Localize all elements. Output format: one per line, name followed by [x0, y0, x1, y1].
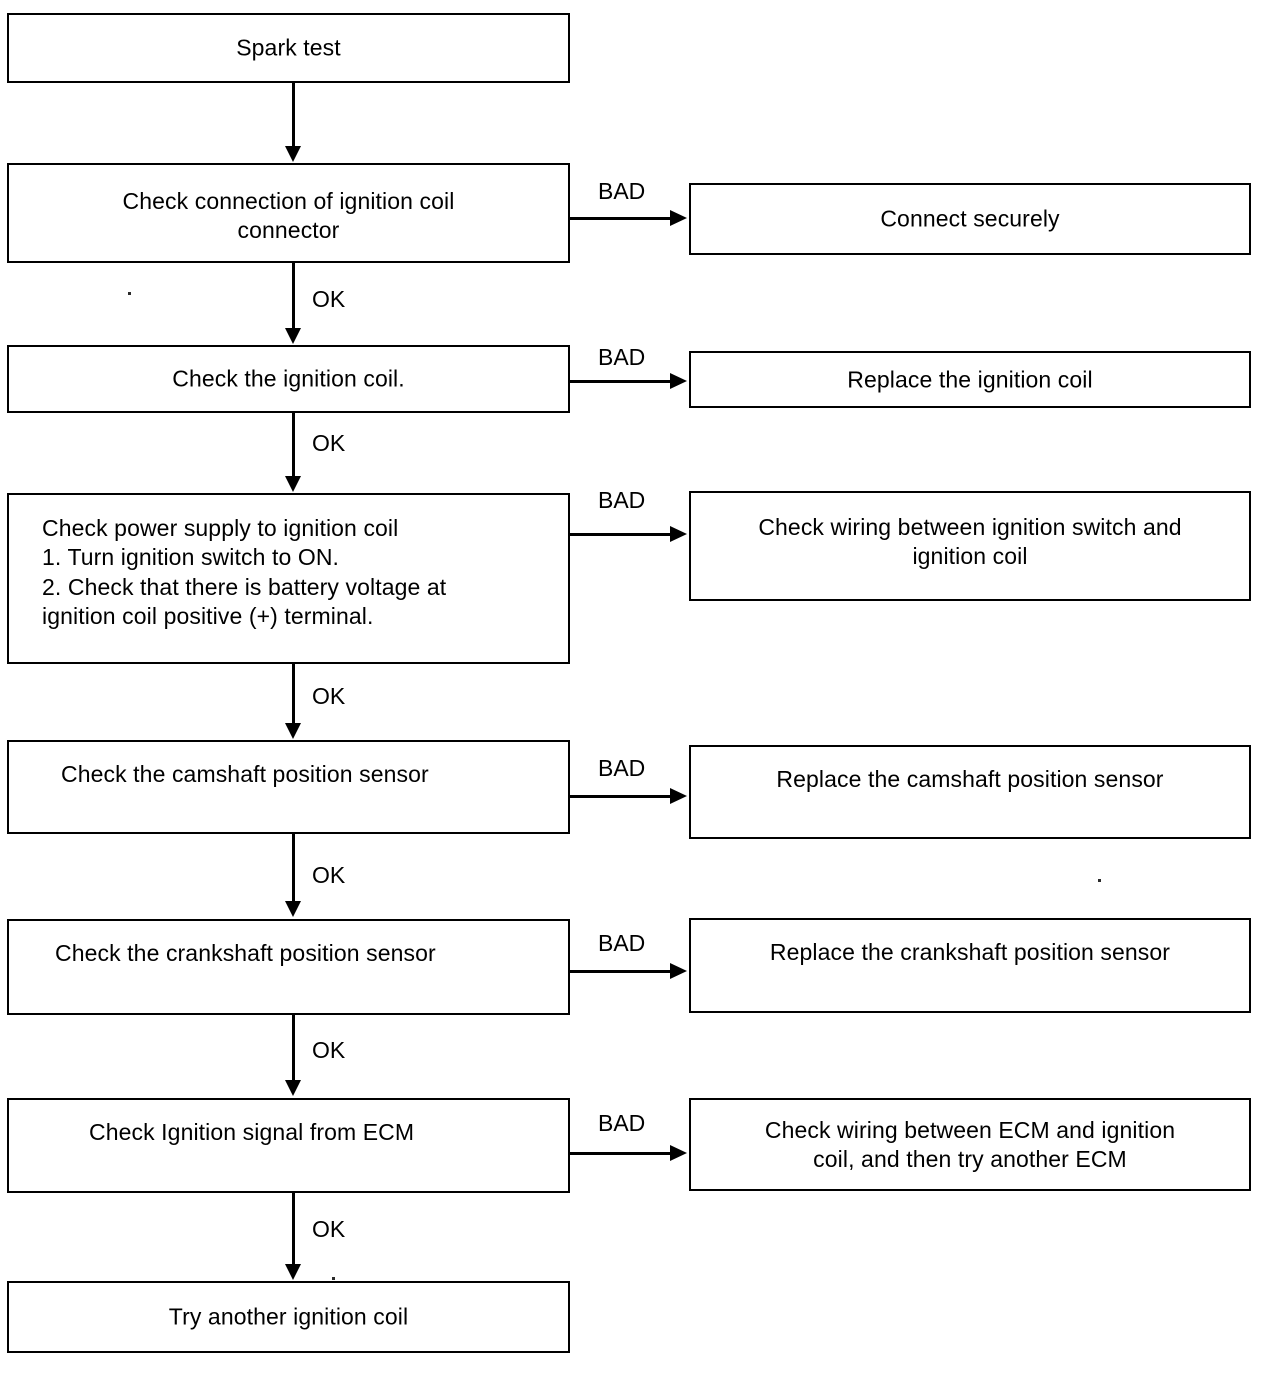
- node-check-wiring-ignition-switch-label: Check wiring between ignition switch and…: [758, 514, 1182, 570]
- connector-step1-to-step2: [292, 263, 295, 329]
- node-spark-test-label: Spark test: [236, 34, 341, 61]
- node-check-power-supply-label: Check power supply to ignition coil 1. T…: [42, 515, 447, 630]
- connector-step5-to-step6: [292, 1015, 295, 1081]
- node-check-wiring-ignition-switch[interactable]: Check wiring between ignition switch and…: [689, 491, 1251, 601]
- arrowhead-step2-bad: [670, 373, 687, 389]
- node-check-crankshaft-sensor[interactable]: Check the crankshaft position sensor: [7, 919, 570, 1015]
- node-replace-camshaft-sensor-label: Replace the camshaft position sensor: [776, 766, 1164, 792]
- node-connect-securely-label: Connect securely: [880, 205, 1060, 232]
- edge-label-ok-step6: OK: [312, 1216, 346, 1242]
- arrowhead-start-to-step1: [285, 146, 301, 162]
- node-spark-test[interactable]: Spark test: [7, 13, 570, 83]
- node-check-connector[interactable]: Check connection of ignition coil connec…: [7, 163, 570, 263]
- edge-label-bad-step4: BAD: [598, 755, 646, 781]
- connector-step4-bad: [570, 795, 672, 798]
- node-connect-securely[interactable]: Connect securely: [689, 183, 1251, 255]
- node-check-camshaft-sensor-label: Check the camshaft position sensor: [61, 761, 429, 787]
- connector-step6-bad: [570, 1152, 672, 1155]
- node-check-ignition-coil-label: Check the ignition coil.: [172, 365, 405, 392]
- edge-label-bad-step2: BAD: [598, 344, 646, 370]
- node-replace-ignition-coil-label: Replace the ignition coil: [847, 365, 1093, 392]
- node-check-ignition-coil[interactable]: Check the ignition coil.: [7, 345, 570, 413]
- connector-step3-bad: [570, 533, 672, 536]
- edge-label-ok-step5: OK: [312, 1037, 346, 1063]
- connector-step2-to-step3: [292, 413, 295, 477]
- arrowhead-step1-to-step2: [285, 328, 301, 344]
- node-replace-ignition-coil[interactable]: Replace the ignition coil: [689, 351, 1251, 408]
- scan-speck: [332, 1277, 335, 1280]
- node-replace-camshaft-sensor[interactable]: Replace the camshaft position sensor: [689, 745, 1251, 839]
- scan-speck: [128, 292, 131, 295]
- node-check-wiring-ecm[interactable]: Check wiring between ECM and ignition co…: [689, 1098, 1251, 1191]
- edge-label-ok-step1: OK: [312, 286, 346, 312]
- edge-label-bad-step3: BAD: [598, 487, 646, 513]
- arrowhead-step1-bad: [670, 210, 687, 226]
- edge-label-ok-step2: OK: [312, 430, 346, 456]
- arrowhead-step3-bad: [670, 526, 687, 542]
- connector-step1-bad: [570, 217, 672, 220]
- connector-start-to-step1: [292, 83, 295, 147]
- arrowhead-step5-to-step6: [285, 1080, 301, 1096]
- node-try-another-coil[interactable]: Try another ignition coil: [7, 1281, 570, 1353]
- arrowhead-step6-to-end: [285, 1264, 301, 1280]
- node-try-another-coil-label: Try another ignition coil: [168, 1303, 409, 1330]
- edge-label-ok-step4: OK: [312, 862, 346, 888]
- node-check-ecm-signal[interactable]: Check Ignition signal from ECM: [7, 1098, 570, 1193]
- edge-label-ok-step3: OK: [312, 683, 346, 709]
- arrowhead-step5-bad: [670, 963, 687, 979]
- arrowhead-step3-to-step4: [285, 723, 301, 739]
- node-check-crankshaft-sensor-label: Check the crankshaft position sensor: [55, 940, 436, 966]
- node-check-connector-label: Check connection of ignition coil connec…: [122, 188, 455, 244]
- connector-step4-to-step5: [292, 834, 295, 902]
- connector-step5-bad: [570, 970, 672, 973]
- connector-step2-bad: [570, 380, 672, 383]
- node-check-power-supply[interactable]: Check power supply to ignition coil 1. T…: [7, 493, 570, 664]
- node-check-camshaft-sensor[interactable]: Check the camshaft position sensor: [7, 740, 570, 834]
- node-check-ecm-signal-label: Check Ignition signal from ECM: [89, 1119, 415, 1145]
- arrowhead-step2-to-step3: [285, 476, 301, 492]
- arrowhead-step4-bad: [670, 788, 687, 804]
- connector-step6-to-end: [292, 1193, 295, 1265]
- scan-speck: [1098, 879, 1101, 882]
- edge-label-bad-step1: BAD: [598, 178, 646, 204]
- arrowhead-step4-to-step5: [285, 901, 301, 917]
- node-replace-crankshaft-sensor[interactable]: Replace the crankshaft position sensor: [689, 918, 1251, 1013]
- arrowhead-step6-bad: [670, 1145, 687, 1161]
- node-check-wiring-ecm-label: Check wiring between ECM and ignition co…: [764, 1117, 1176, 1173]
- edge-label-bad-step6: BAD: [598, 1110, 646, 1136]
- connector-step3-to-step4: [292, 664, 295, 724]
- node-replace-crankshaft-sensor-label: Replace the crankshaft position sensor: [769, 939, 1171, 965]
- edge-label-bad-step5: BAD: [598, 930, 646, 956]
